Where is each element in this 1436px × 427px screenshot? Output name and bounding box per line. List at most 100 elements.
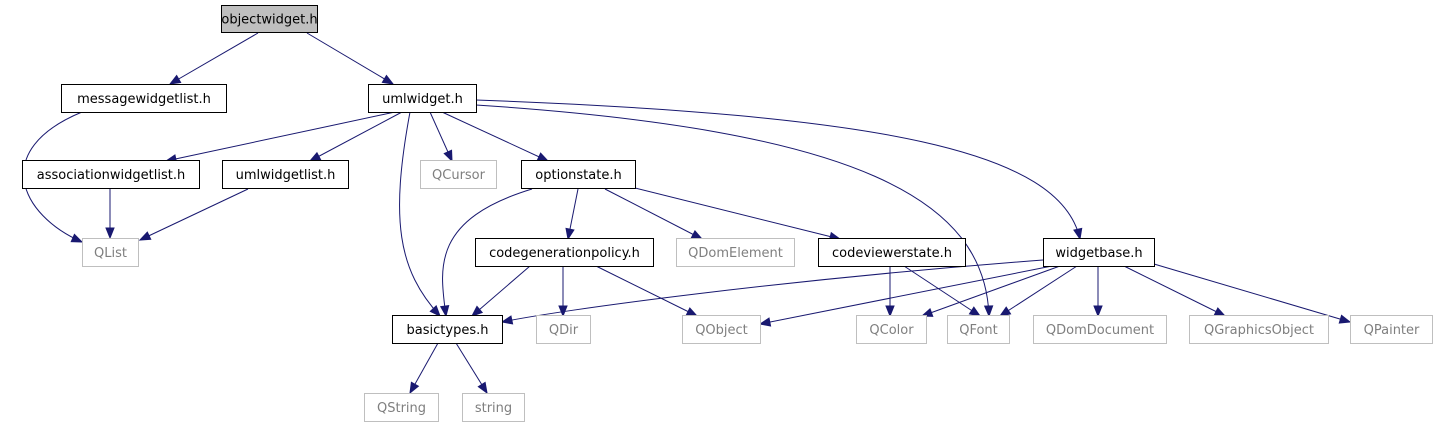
edge-umlwidget-to-qcursor [429, 111, 453, 163]
edge-line [595, 265, 698, 317]
edge-line [139, 188, 249, 241]
arrowhead-icon [439, 304, 450, 318]
node-label: codegenerationpolicy.h [489, 246, 640, 261]
node-box [1033, 315, 1167, 344]
edge-associationwidgetlist-to-qlist [105, 189, 115, 240]
node-qfont: QFont [947, 315, 1010, 344]
node-optionstate: optionstate.h [521, 160, 636, 189]
arrowhead-icon [1093, 305, 1103, 318]
edge-line [475, 104, 990, 317]
edge-umlwidgetlist-to-qlist [138, 188, 249, 241]
arrowhead-icon [429, 305, 441, 317]
node-label: QList [94, 246, 127, 261]
edge-codeviewerstate-to-qcolor [885, 266, 895, 318]
edge-line [921, 265, 1061, 317]
arrowhead-icon [998, 306, 1012, 317]
node-label: QGraphicsObject [1204, 323, 1314, 338]
node-umlwidget: umlwidget.h [368, 84, 477, 113]
edge-widgetbase-to-qfont [998, 265, 1078, 317]
node-codeviewerstate: codeviewerstate.h [818, 238, 966, 267]
arrowhead-icon [690, 229, 704, 240]
edge-codeviewerstate-to-qfont [903, 265, 982, 317]
node-label: messagewidgetlist.h [77, 92, 211, 107]
edge-line [399, 111, 441, 317]
edge-line [441, 111, 549, 162]
node-label: umlwidgetlist.h [236, 168, 336, 183]
node-label: codeviewerstate.h [832, 246, 952, 261]
node-qpainter: QPainter [1350, 315, 1433, 344]
arrowhead-icon [105, 227, 115, 240]
edge-line [903, 265, 981, 317]
node-label: string [475, 401, 512, 416]
arrowhead-icon [758, 317, 772, 327]
node-qlist: QList [82, 238, 139, 267]
arrowhead-icon [500, 315, 514, 325]
node-qcursor: QCursor [420, 160, 497, 189]
node-label: associationwidgetlist.h [37, 168, 185, 183]
arrowhead-icon [409, 381, 420, 395]
edge-line [442, 188, 533, 317]
arrowhead-icon [920, 307, 934, 317]
node-qdir: QDir [536, 315, 591, 344]
arrowhead-icon [565, 227, 575, 241]
node-box [222, 160, 349, 189]
edge-umlwidget-to-basictypes [399, 111, 441, 317]
edge-line [1153, 263, 1351, 323]
edge-codegenerationpolicy-to-basictypes [470, 265, 531, 317]
edge-umlwidget-to-widgetbase [475, 99, 1083, 241]
edge-umlwidget-to-qfont [475, 104, 994, 318]
edge-widgetbase-to-qpainter [1153, 263, 1352, 324]
node-box [856, 315, 927, 344]
arrowhead-icon [138, 231, 152, 241]
arrowhead-icon [477, 381, 488, 395]
edge-widgetbase-to-qcolor [920, 265, 1061, 317]
arrowhead-icon [685, 307, 699, 317]
node-box [221, 5, 318, 33]
node-label: umlwidget.h [382, 92, 463, 107]
arrowhead-icon [983, 305, 994, 318]
node-box [1350, 315, 1433, 344]
node-codegenerationpolicy: codegenerationpolicy.h [475, 238, 654, 267]
arrowhead-icon [1213, 307, 1227, 317]
node-string: string [462, 393, 525, 422]
node-box [420, 160, 497, 189]
arrowhead-icon [381, 74, 395, 85]
node-objectwidget: objectwidget.h [221, 5, 318, 33]
edge-line [169, 32, 259, 85]
edge-basictypes-to-qstring [409, 342, 439, 395]
node-label: QDomElement [688, 246, 783, 261]
node-label: objectwidget.h [221, 13, 317, 28]
node-label: QPainter [1364, 323, 1420, 338]
edge-basictypes-to-string [455, 342, 488, 395]
edge-umlwidget-to-umlwidgetlist [308, 111, 403, 162]
edge-codegenerationpolicy-to-qdir [558, 266, 568, 318]
node-qdomdocument: QDomDocument [1033, 315, 1167, 344]
edge-line [501, 259, 1044, 323]
arrowhead-icon [1073, 227, 1083, 241]
arrowhead-icon [1338, 314, 1352, 324]
node-label: QObject [695, 323, 748, 338]
edge-line [475, 99, 1081, 240]
edge-objectwidget-to-umlwidget [306, 32, 395, 85]
node-box [818, 238, 966, 267]
arrowhead-icon [470, 305, 484, 317]
node-box [1189, 315, 1329, 344]
node-label: QCursor [432, 168, 486, 183]
node-box [364, 393, 439, 422]
node-label: optionstate.h [535, 168, 621, 183]
node-label: widgetbase.h [1055, 246, 1142, 261]
edge-widgetbase-to-basictypes [500, 259, 1044, 325]
edge-umlwidget-to-associationwidgetlist [164, 111, 396, 164]
node-qstring: QString [364, 393, 439, 422]
node-box [61, 84, 227, 113]
node-qdomelement: QDomElement [676, 238, 795, 267]
node-box [82, 238, 139, 267]
edge-line [999, 265, 1078, 317]
edge-widgetbase-to-qobject [758, 265, 1053, 327]
node-label: basictypes.h [407, 323, 489, 338]
arrowhead-icon [70, 233, 84, 243]
edge-objectwidget-to-messagewidgetlist [168, 32, 259, 85]
node-box [682, 315, 761, 344]
edge-line [604, 188, 703, 240]
node-box [536, 315, 591, 344]
